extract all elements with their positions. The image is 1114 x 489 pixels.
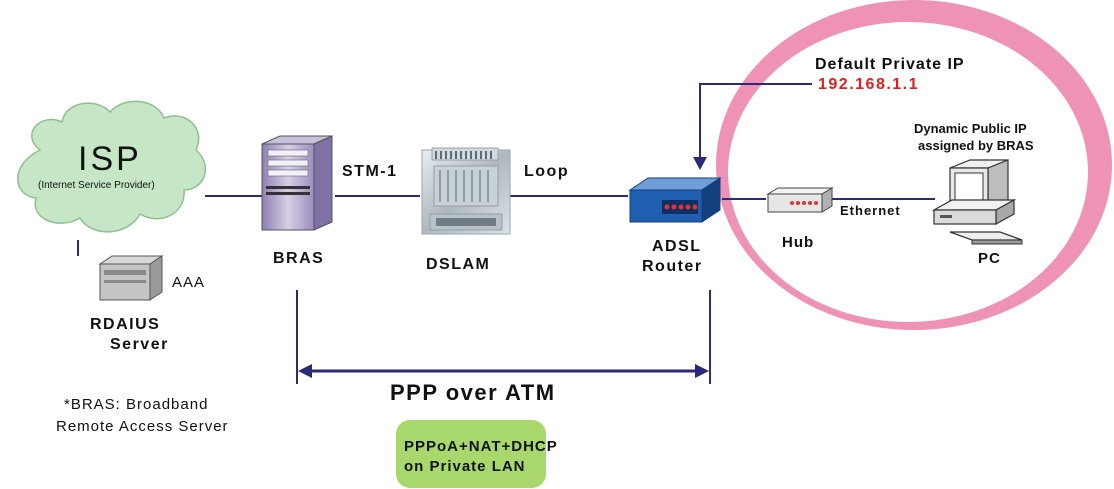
- note-box: [396, 420, 546, 488]
- hub-icon: [766, 187, 834, 213]
- ppp-over-atm-label: PPP over ATM: [390, 380, 556, 405]
- footnote-line1: *BRAS: Broadband: [64, 396, 209, 413]
- aaa-label: AAA: [172, 274, 206, 291]
- dynamic-ip-line1: Dynamic Public IP: [914, 121, 1027, 136]
- server-tower-icon: [261, 135, 333, 231]
- ethernet-label: Ethernet: [840, 203, 901, 218]
- note-box-line2: on Private LAN: [404, 458, 526, 475]
- stm1-label: STM-1: [342, 163, 398, 180]
- ppp-double-arrow: [298, 364, 709, 378]
- radius-label-line1: RDAIUS: [90, 316, 161, 333]
- note-box-line1: PPPoA+NAT+DHCP: [404, 438, 558, 455]
- pc-icon: [931, 159, 1023, 245]
- connection-lines: [77, 83, 935, 384]
- radius-server-icon: [98, 255, 164, 301]
- default-ip-value: 192.168.1.1: [818, 76, 920, 93]
- lan-crescent: [716, 0, 1112, 330]
- footnote-line2: Remote Access Server: [56, 418, 229, 435]
- cloud-icon: [17, 100, 207, 233]
- isp-subtitle: (Internet Service Provider): [38, 180, 155, 191]
- bras-label: BRAS: [273, 250, 325, 267]
- isp-title: ISP: [78, 140, 142, 178]
- radius-label-line2: Server: [110, 336, 169, 353]
- hub-label: Hub: [782, 234, 815, 251]
- loop-label: Loop: [524, 163, 570, 180]
- dslam-rack-icon: [421, 147, 511, 235]
- dslam-label: DSLAM: [426, 256, 491, 273]
- dynamic-ip-line2: assigned by BRAS: [918, 138, 1034, 153]
- default-ip-title: Default Private IP: [815, 56, 965, 73]
- adsl-router-icon: [628, 177, 722, 223]
- arrow-head-ip: [693, 157, 707, 170]
- adsl-router-label-line2: Router: [642, 258, 703, 275]
- adsl-router-label-line1: ADSL: [652, 238, 702, 255]
- pc-label: PC: [978, 250, 1001, 267]
